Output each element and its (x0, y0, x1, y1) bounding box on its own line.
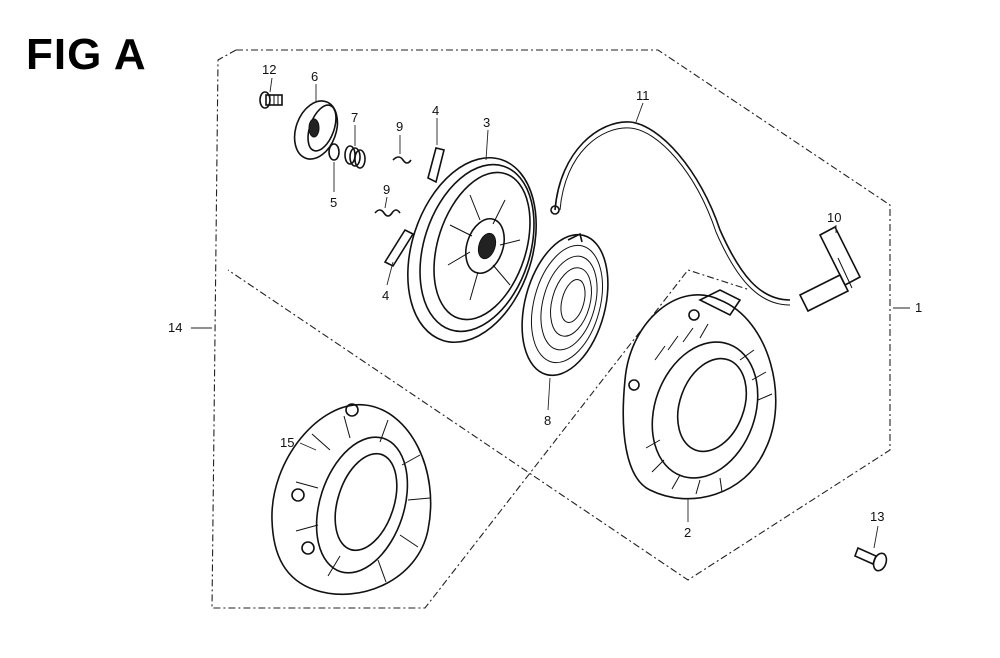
callout-15: 15 (280, 435, 294, 450)
assembly-outline-14 (211, 49, 751, 609)
callout-6: 6 (311, 69, 318, 84)
callout-12: 12 (262, 62, 276, 77)
callout-7: 7 (351, 110, 358, 125)
callout-8: 8 (544, 413, 551, 428)
callout-5: 5 (330, 195, 337, 210)
leader-lines (191, 77, 910, 549)
callout-4-upper: 4 (432, 103, 439, 118)
starter-pulley-part (271, 403, 432, 595)
starter-case-part (622, 289, 777, 500)
starter-grip-part (798, 225, 862, 313)
callout-3: 3 (483, 115, 490, 130)
return-spring-upper (392, 156, 412, 164)
figure-title: FIG A (26, 30, 147, 79)
setting-spring-part (344, 145, 366, 169)
callout-14: 14 (168, 320, 182, 335)
starter-reel-part (407, 156, 537, 344)
ratchet-upper (427, 147, 445, 184)
callout-2: 2 (684, 525, 691, 540)
ratchet-guide-part (293, 100, 339, 160)
callout-9-lower: 9 (383, 182, 390, 197)
ratchet-lower (383, 228, 415, 268)
ratchet-guide-bolt-part (259, 91, 283, 109)
callout-4-lower: 4 (382, 288, 389, 303)
friction-spring-part (328, 143, 340, 161)
starter-rope-part (550, 121, 791, 306)
callout-13: 13 (870, 509, 884, 524)
callout-10: 10 (827, 210, 841, 225)
return-spring-lower (374, 209, 401, 217)
callout-9-upper: 9 (396, 119, 403, 134)
callout-11: 11 (636, 88, 650, 103)
callout-1: 1 (915, 300, 922, 315)
callout-labels: 12 6 7 5 9 9 4 4 3 11 10 8 2 13 15 1 14 (168, 62, 922, 540)
flange-bolt-part (853, 546, 888, 572)
recoil-spring-part (521, 232, 609, 377)
assembly-outline-1 (227, 49, 891, 581)
